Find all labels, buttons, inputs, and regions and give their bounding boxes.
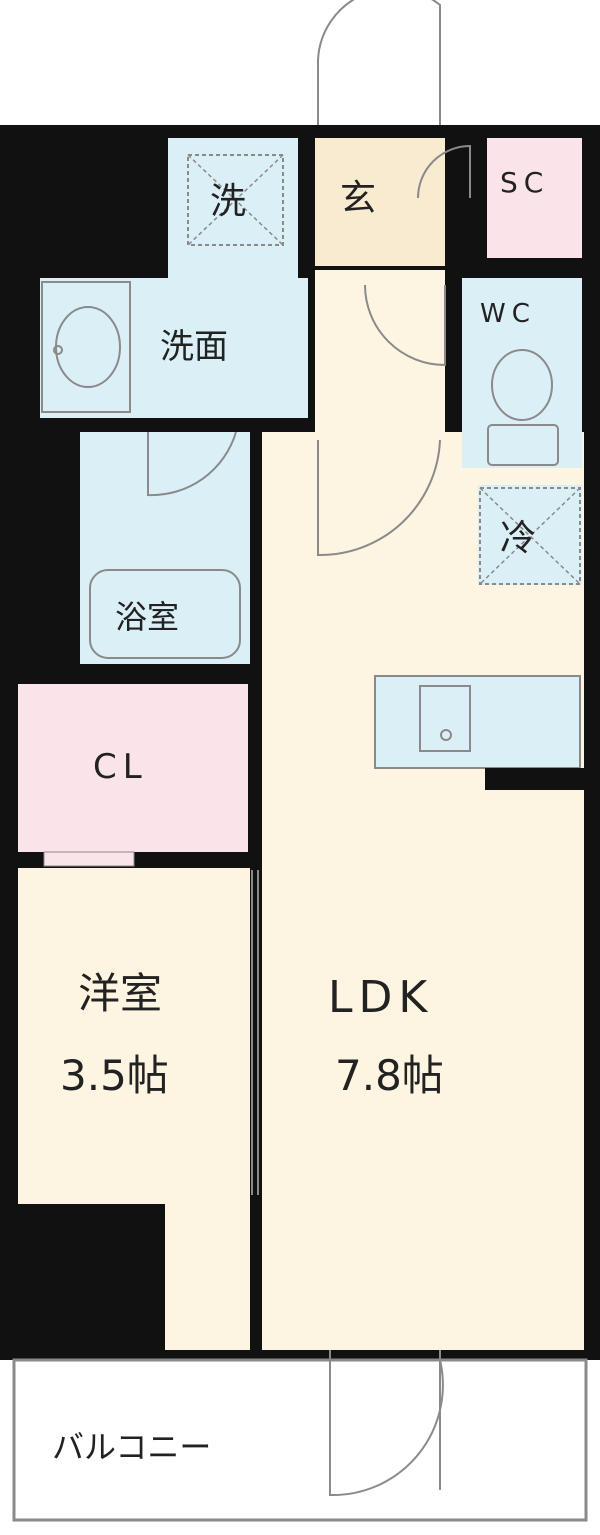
fridge-box <box>479 487 581 585</box>
toilet-label: WC <box>480 299 536 329</box>
washroom-label: 洗面 <box>160 327 228 367</box>
bathroom-label: 浴室 <box>115 598 179 636</box>
western-room-floor <box>18 868 250 1204</box>
kitchen-counter <box>374 675 581 769</box>
balcony-label: バルコニー <box>52 1428 211 1466</box>
washer-cross-b <box>187 154 284 246</box>
front-door-swing <box>317 0 441 125</box>
fridge-cross-a <box>479 487 581 585</box>
wc-door-swing <box>364 284 446 367</box>
closet-door-strip <box>43 851 135 867</box>
ldk-name: LDK <box>328 972 433 1023</box>
shoe-closet-floor <box>487 138 582 258</box>
ldk-door-swing <box>317 439 441 557</box>
western-room-size: 3.5帖 <box>60 1051 169 1100</box>
kitchen-sink <box>419 685 471 752</box>
entrance-label: 玄 <box>340 178 376 219</box>
ldk-size: 7.8帖 <box>335 1051 444 1100</box>
western-room-name: 洋室 <box>78 969 162 1018</box>
balcony-door-swing <box>329 1350 444 1497</box>
closet-label: CL <box>93 747 148 787</box>
fridge-label: 冷 <box>500 518 536 559</box>
washroom-floor <box>40 278 308 418</box>
bathroom-door-swing <box>147 431 237 497</box>
shoe-closet-label: SC <box>500 166 549 199</box>
balcony-area <box>12 1358 588 1522</box>
entrance-floor <box>315 138 445 266</box>
sc-door-swing <box>417 144 471 199</box>
bathroom-floor <box>80 432 250 664</box>
toilet-tank <box>487 424 559 466</box>
washer-box <box>187 154 284 246</box>
closet-floor <box>18 684 248 852</box>
fridge-space <box>478 485 582 585</box>
washer-label: 洗 <box>210 181 246 222</box>
hallway-floor <box>315 270 445 440</box>
toilet-floor <box>462 278 582 468</box>
fridge-cross-b <box>479 487 581 585</box>
bathtub <box>89 569 241 659</box>
kitchen-wall-block <box>485 768 584 790</box>
washbasin-tap <box>53 345 63 355</box>
toilet-bowl <box>491 349 553 421</box>
kitchen-drain <box>440 729 452 741</box>
western-room-floor-lower <box>165 1200 250 1350</box>
washbasin-counter <box>41 281 131 413</box>
